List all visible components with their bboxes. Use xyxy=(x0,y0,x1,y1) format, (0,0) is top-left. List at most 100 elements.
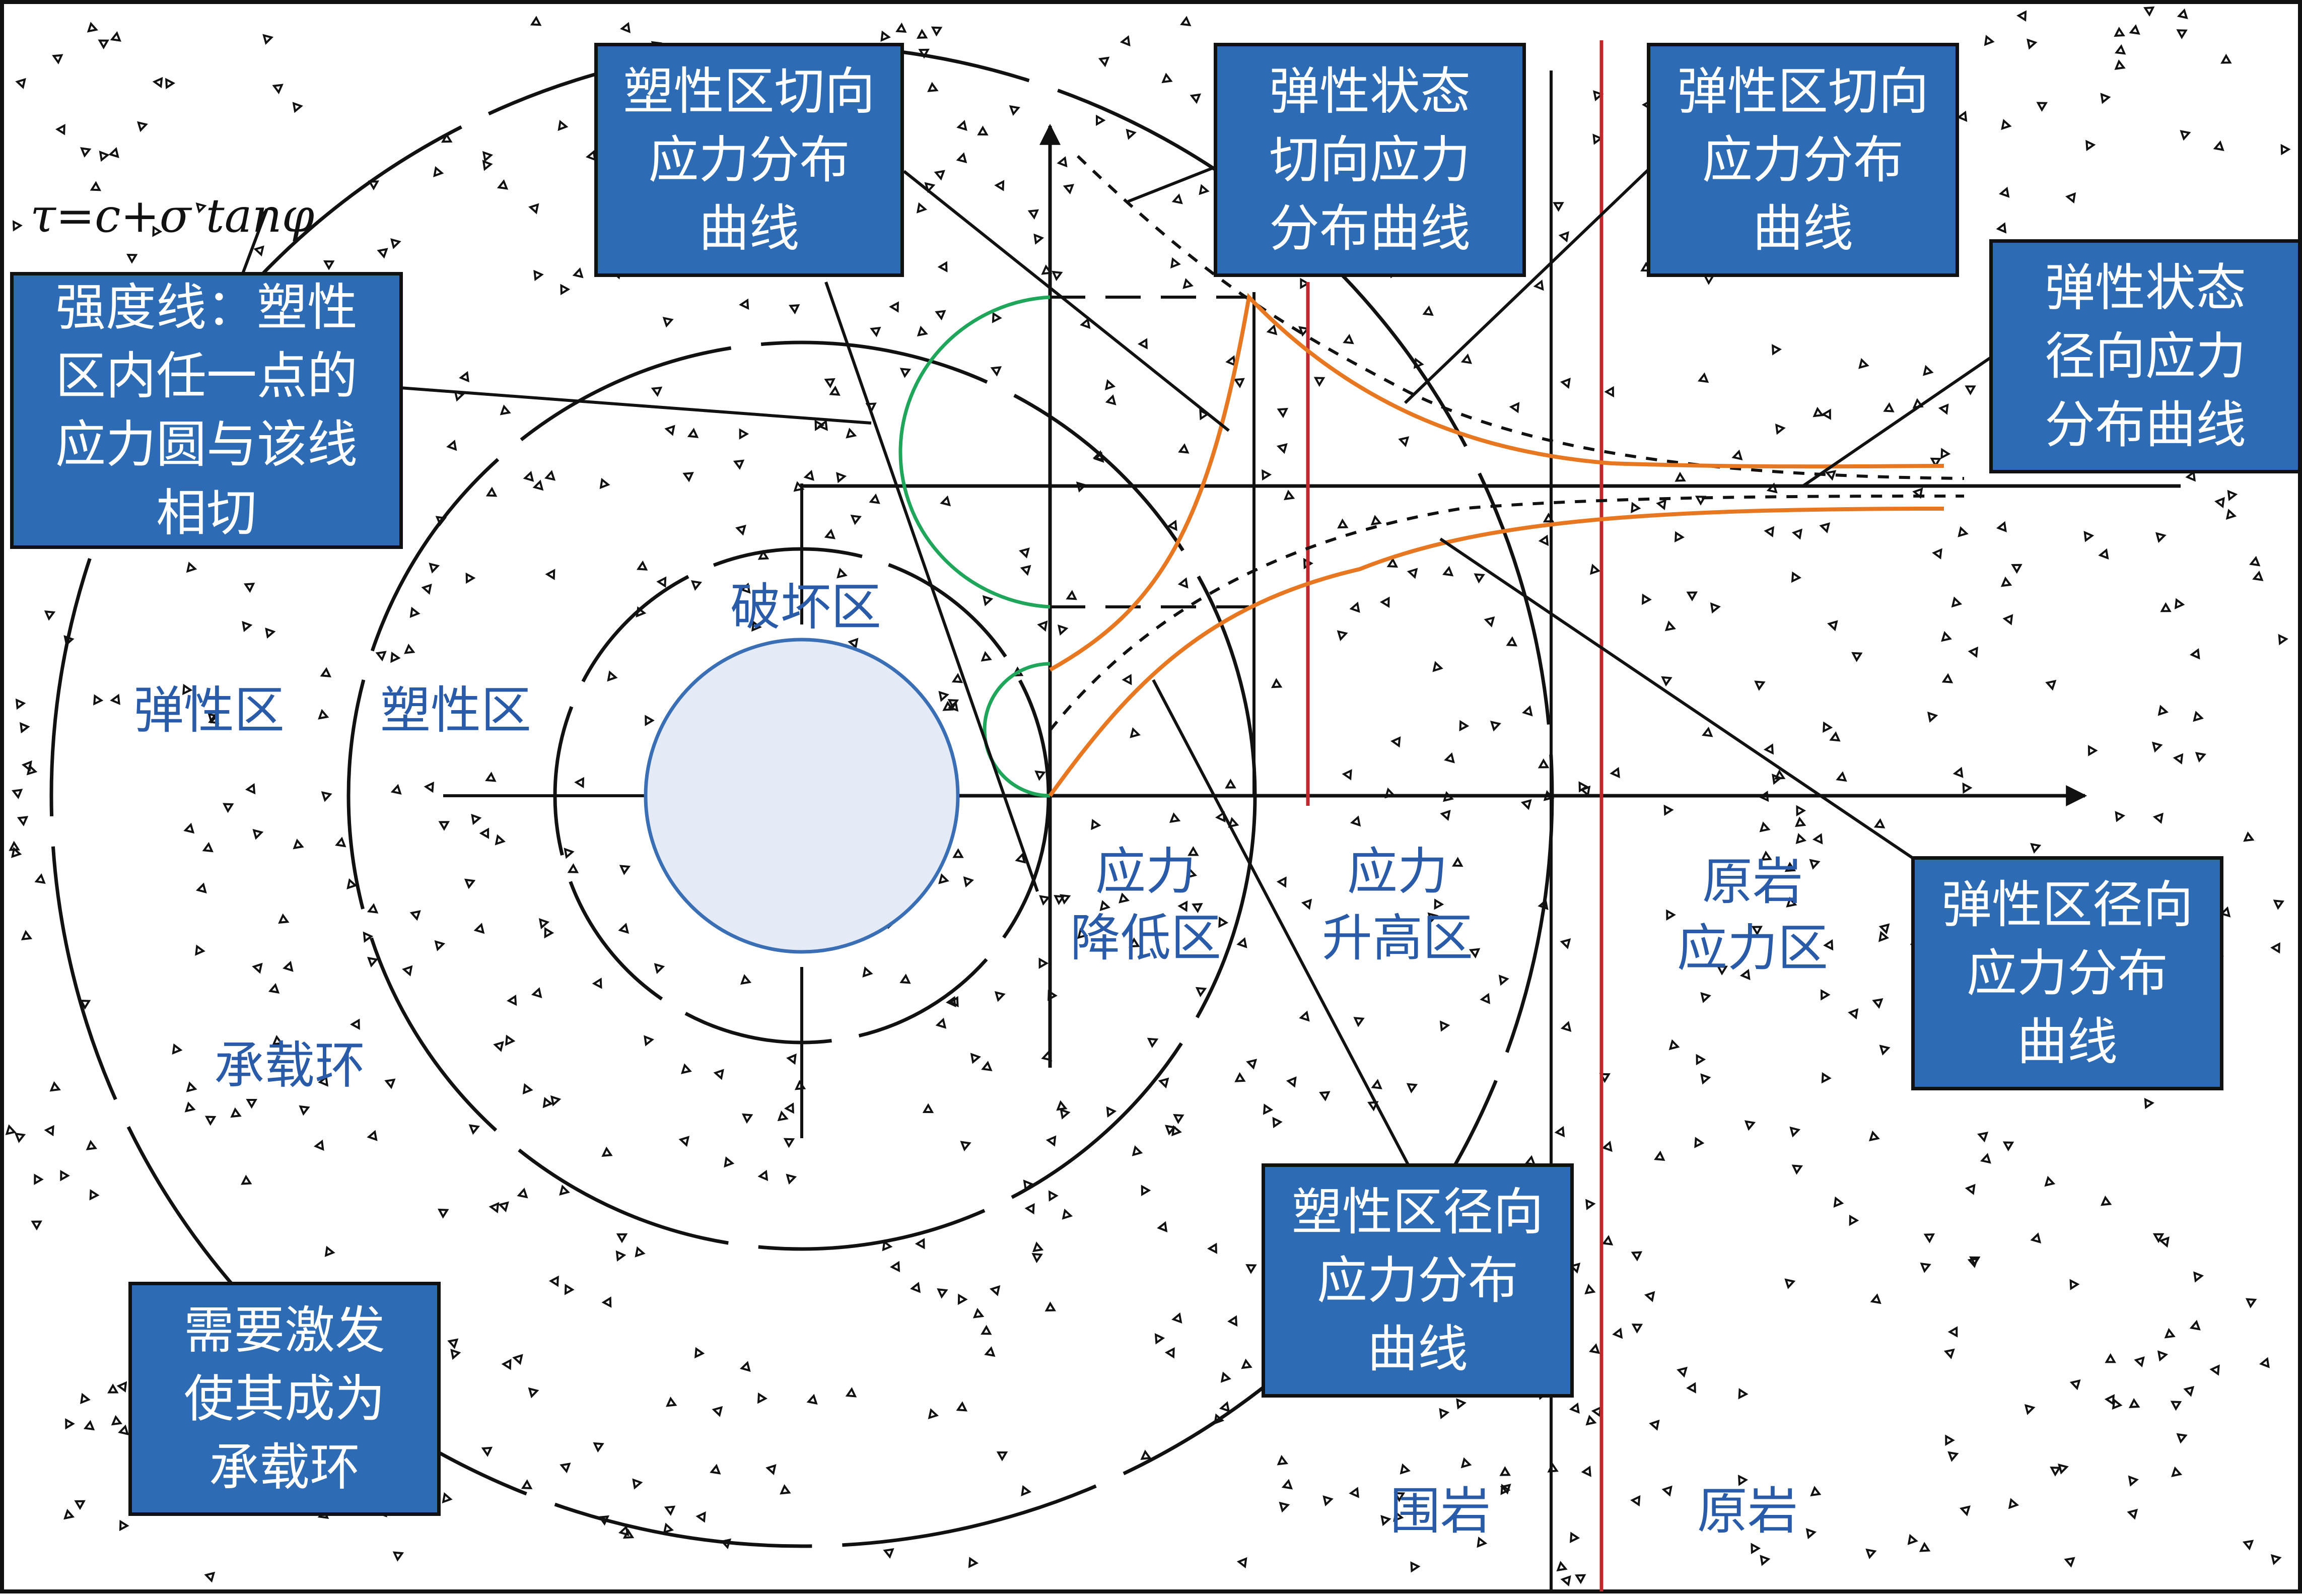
rock-particle xyxy=(392,1551,404,1562)
rock-particle xyxy=(533,269,544,282)
rock-particle xyxy=(21,760,32,772)
rock-particle xyxy=(80,147,92,158)
rock-particle xyxy=(1589,1343,1600,1354)
rock-particle xyxy=(528,1387,539,1399)
zone-label-bearing-ring: 承载环 xyxy=(214,1036,365,1095)
rock-particle xyxy=(1791,528,1802,540)
rock-particle xyxy=(1460,353,1473,364)
rock-particle xyxy=(1031,1253,1043,1264)
rock-particle xyxy=(2243,831,2255,842)
rock-particle xyxy=(2064,1557,2075,1568)
rock-particle xyxy=(1644,1291,1655,1302)
rock-particle xyxy=(1675,471,1686,482)
rock-particle xyxy=(15,698,26,710)
rock-particle xyxy=(1920,1262,1931,1273)
rock-particle xyxy=(1951,596,1963,608)
rock-particle xyxy=(645,715,655,726)
rock-particle xyxy=(1958,526,1969,537)
rock-particle xyxy=(1165,1125,1176,1136)
rock-particle xyxy=(1350,815,1361,827)
mohr-circles xyxy=(898,295,1051,798)
rock-particle xyxy=(1999,186,2010,198)
rock-particle xyxy=(1823,939,1834,951)
rock-particle xyxy=(1560,938,1571,949)
rock-particle xyxy=(1245,1264,1257,1274)
rock-particle xyxy=(501,1358,512,1370)
rock-particle xyxy=(1591,1406,1602,1418)
rock-particle xyxy=(1775,424,1786,435)
rock-particle xyxy=(1459,720,1470,732)
rock-particle xyxy=(651,386,663,397)
rock-particle xyxy=(493,1041,504,1052)
rock-particle xyxy=(1739,968,1751,981)
rock-particle xyxy=(1686,591,1698,601)
rock-particle xyxy=(2016,10,2027,22)
rock-particle xyxy=(1400,1463,1411,1475)
rock-particle xyxy=(940,495,951,507)
rock-particle xyxy=(2030,1232,2042,1243)
rock-particle xyxy=(12,220,23,232)
rock-particle xyxy=(283,960,294,972)
rock-particle xyxy=(324,1245,335,1257)
tunnel-opening xyxy=(644,638,960,954)
rock-particle xyxy=(2220,53,2232,64)
rock-particle xyxy=(1474,573,1485,584)
rock-particle xyxy=(1809,859,1821,870)
rock-particle xyxy=(1829,731,1841,742)
rock-particle xyxy=(1784,1278,1796,1289)
rock-particle xyxy=(1009,105,1020,116)
rock-particle xyxy=(1271,678,1283,688)
rock-particle xyxy=(482,160,493,171)
rock-particle xyxy=(2100,1195,2112,1206)
rock-particle xyxy=(323,260,335,270)
rock-particle xyxy=(195,882,207,894)
rock-particle xyxy=(447,1338,459,1349)
rock-particle xyxy=(498,1201,509,1213)
rock-particle xyxy=(607,670,618,682)
rock-particle xyxy=(2195,752,2206,763)
rock-particle xyxy=(34,1173,44,1185)
rock-particle xyxy=(1821,408,1831,420)
rock-particle xyxy=(377,248,388,259)
rock-particle xyxy=(1228,817,1239,828)
rock-particle xyxy=(981,1061,993,1072)
rock-particle xyxy=(1241,1358,1252,1369)
rock-particle xyxy=(1923,1233,1935,1243)
rock-particle xyxy=(390,651,401,663)
rock-particle xyxy=(1957,110,1968,122)
rock-particle xyxy=(935,1017,947,1029)
rock-particle xyxy=(2001,119,2012,130)
rock-particle xyxy=(90,181,102,191)
rock-particle xyxy=(928,1408,939,1420)
rock-particle xyxy=(1192,903,1203,914)
rock-particle xyxy=(44,610,56,621)
rock-particle xyxy=(970,1053,982,1064)
rock-particle xyxy=(1299,1010,1310,1022)
rock-particle xyxy=(741,1113,753,1124)
rock-particle xyxy=(1569,1263,1581,1274)
rock-particle xyxy=(934,170,945,181)
rock-particle xyxy=(1554,1126,1565,1138)
rock-particle xyxy=(208,714,220,724)
rock-particle xyxy=(544,470,556,481)
rock-particle xyxy=(793,481,805,492)
rock-particle xyxy=(1349,601,1360,613)
rock-particle xyxy=(243,582,255,593)
rock-particle xyxy=(1751,1543,1761,1554)
rock-particle xyxy=(1284,490,1295,501)
rock-particle xyxy=(1186,867,1198,879)
rock-particle xyxy=(409,606,421,618)
zone-label-stress-raised: 应力 升高区 xyxy=(1322,842,1473,967)
rock-particle xyxy=(1851,652,1863,662)
rock-particle xyxy=(1171,1125,1182,1137)
rock-particle xyxy=(2185,470,2196,482)
rock-particle xyxy=(1962,782,1973,794)
rock-particle xyxy=(957,1293,968,1305)
rock-particle xyxy=(592,978,602,989)
rock-particle xyxy=(1878,923,1890,935)
rock-particle xyxy=(1370,515,1382,526)
rock-particle xyxy=(740,582,751,594)
rock-particle xyxy=(1943,1348,1955,1359)
